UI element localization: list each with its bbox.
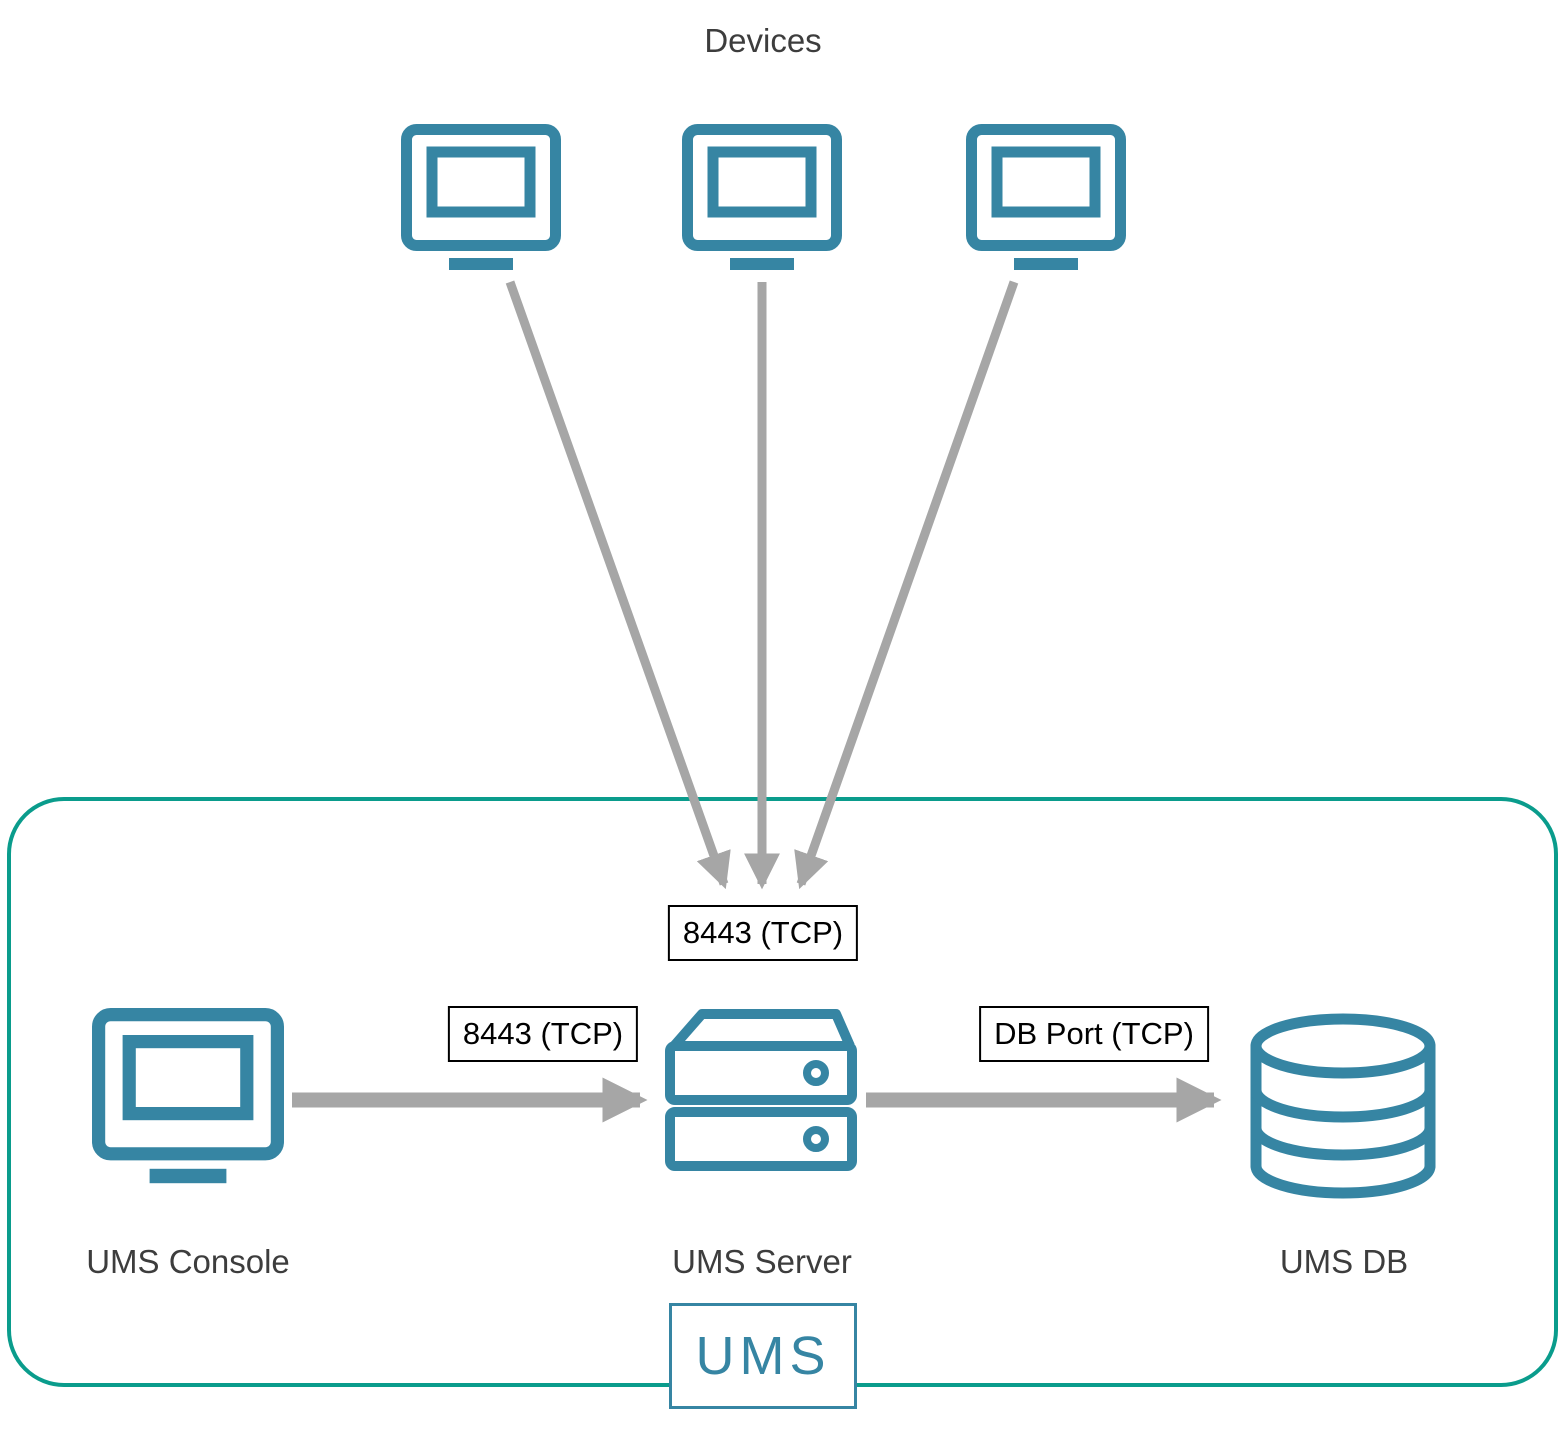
ums-db-label: UMS DB: [1279, 1243, 1409, 1280]
port-label-server-to-db: DB Port (TCP): [979, 1006, 1209, 1062]
device-monitor-icon-3: [972, 130, 1121, 271]
arrow-device-3-to-server: [794, 280, 1019, 890]
device-monitor-icon-2: [688, 130, 837, 271]
devices-group-label: Devices: [704, 22, 822, 59]
ums-server-label: UMS Server: [672, 1243, 852, 1280]
device-monitor-icon-1: [407, 130, 556, 271]
ums-server-icon: [665, 1009, 857, 1171]
port-label-console-to-server: 8443 (TCP): [447, 1006, 639, 1062]
ums-db-icon: [1250, 1013, 1436, 1199]
ums-console-icon: [99, 1015, 278, 1184]
port-label-devices-to-server: 8443 (TCP): [667, 905, 859, 961]
ums-boundary-badge: UMS: [669, 1303, 857, 1409]
ums-console-label: UMS Console: [86, 1243, 290, 1280]
arrow-device-1-to-server: [505, 280, 731, 890]
